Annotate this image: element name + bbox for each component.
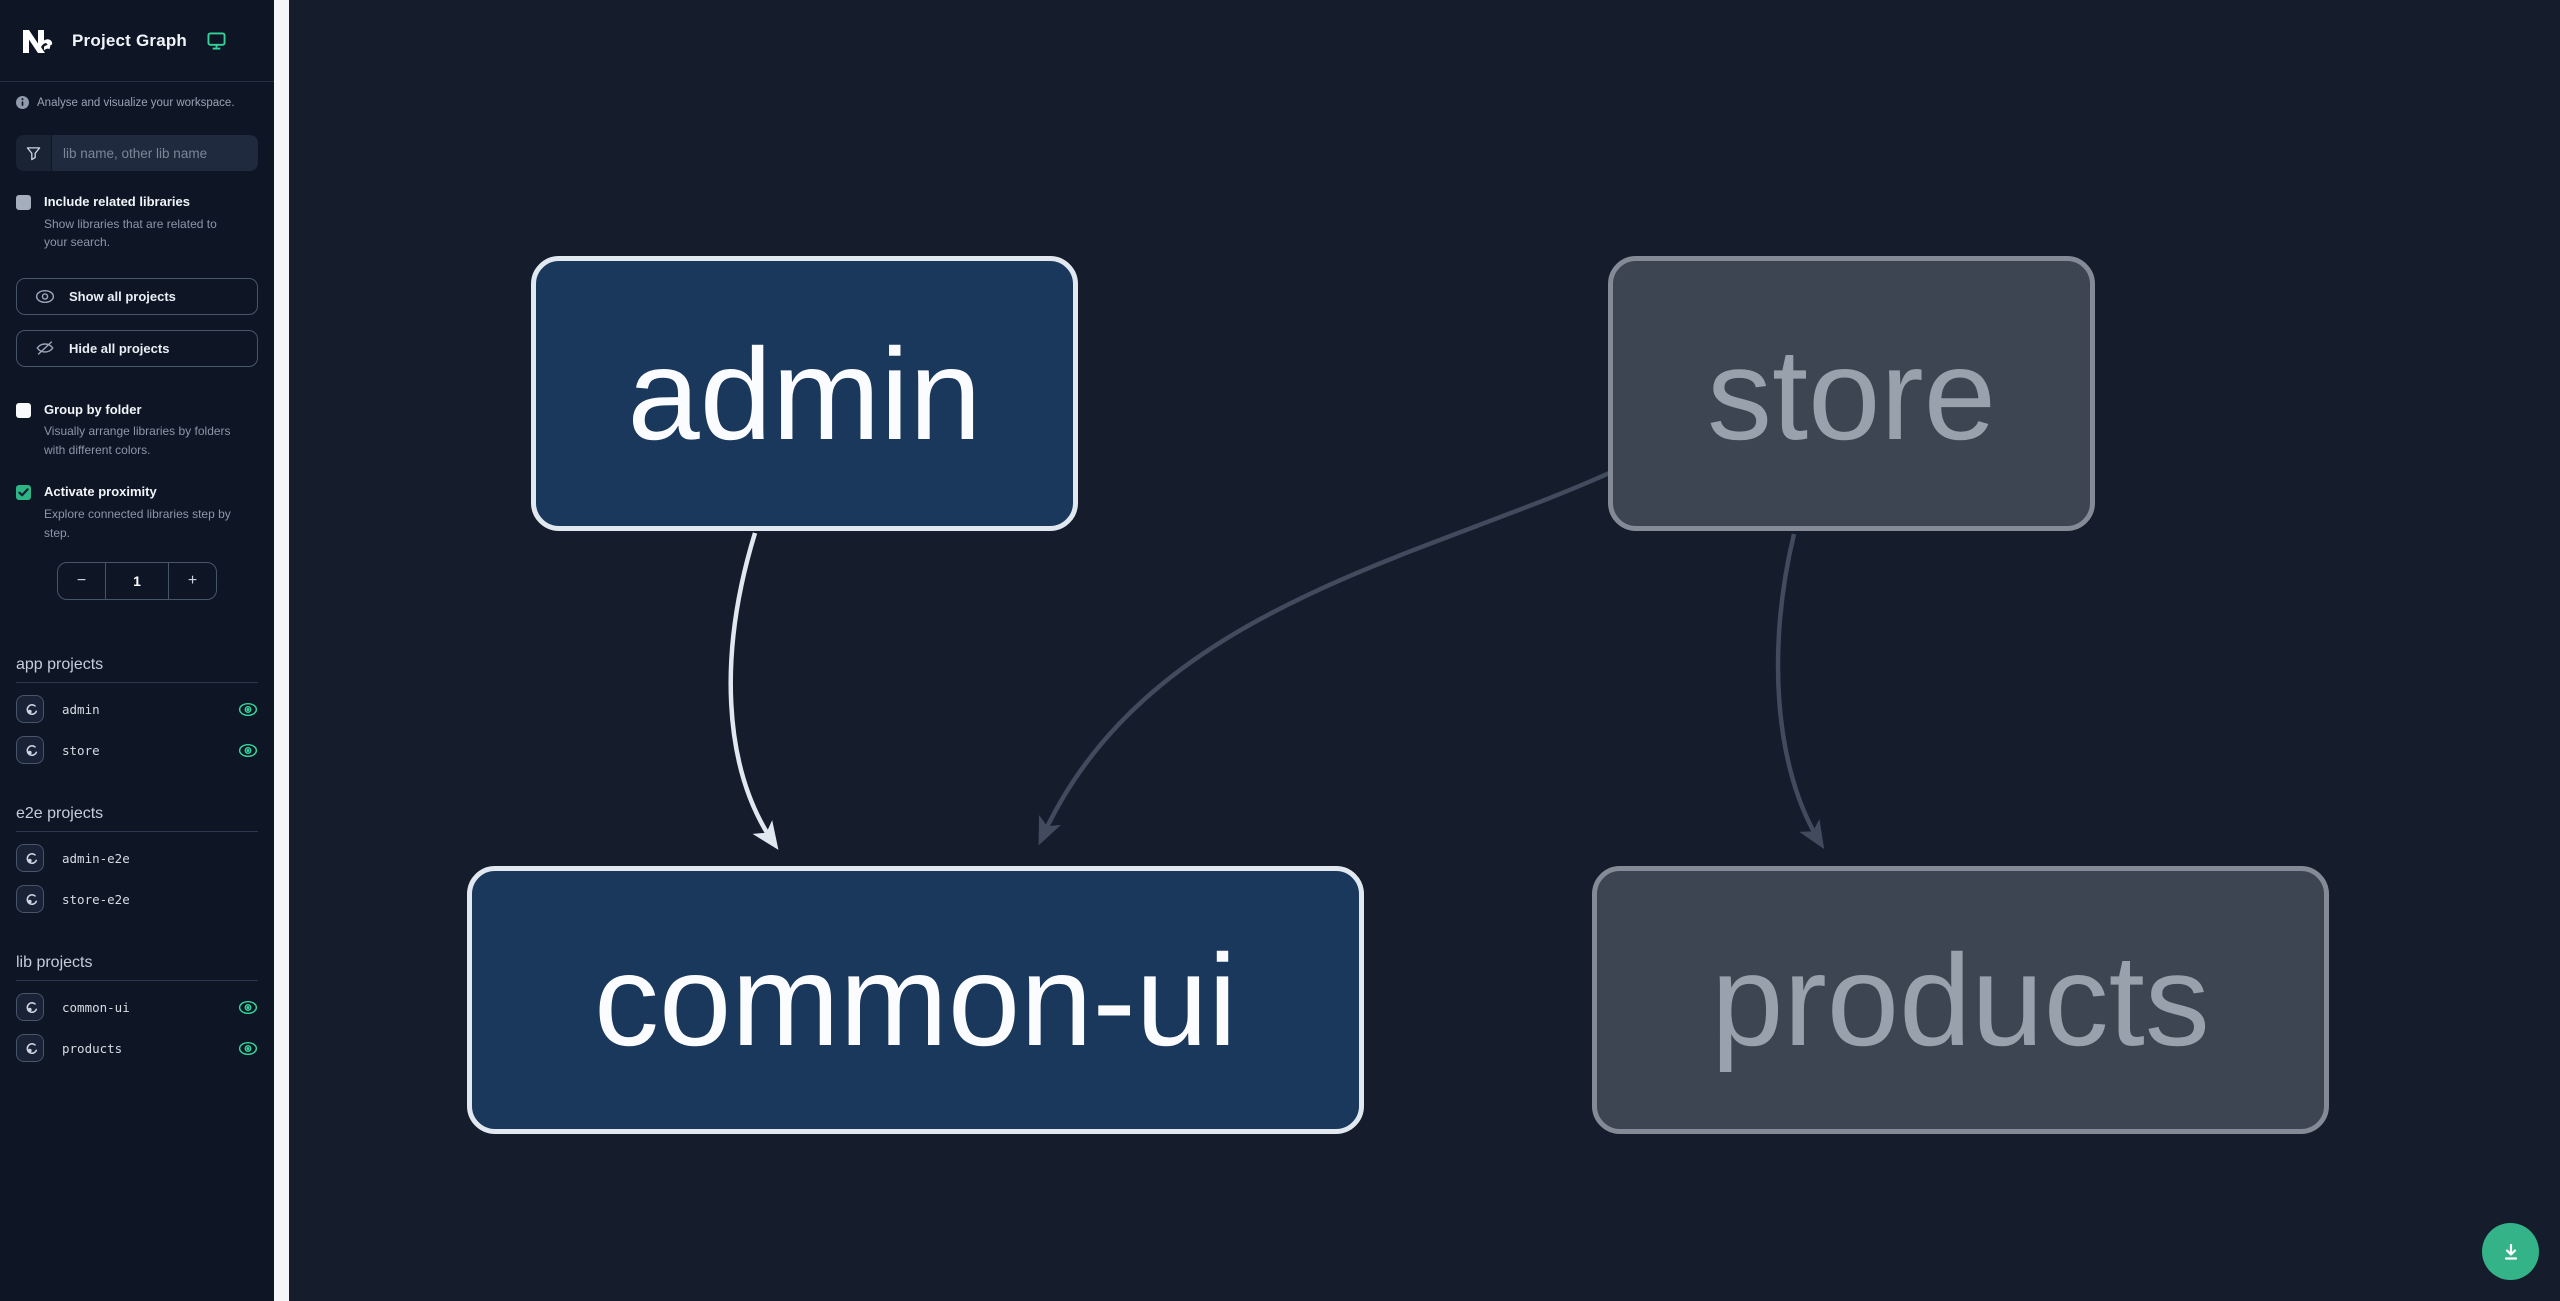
include-related-option: Include related libraries Show libraries…: [0, 193, 274, 252]
focus-project-icon[interactable]: [16, 844, 44, 873]
include-related-checkbox[interactable]: [16, 195, 31, 210]
node-label: store: [1706, 320, 1996, 467]
project-name: products: [62, 1040, 123, 1056]
node-label: admin: [627, 320, 982, 467]
activate-proximity-description: Explore connected libraries step by step…: [44, 507, 231, 540]
node-label: common-ui: [594, 927, 1237, 1073]
graph-node-admin[interactable]: admin: [531, 256, 1078, 531]
section-title: lib projects: [16, 954, 258, 982]
visibility-eye-icon[interactable]: [238, 702, 258, 717]
proximity-increment-button[interactable]: +: [168, 563, 216, 600]
dependency-edges: [728, 467, 1825, 850]
edge-admin-to-common-ui: [728, 532, 779, 850]
filter-icon: [16, 135, 52, 171]
project-row-store[interactable]: store: [16, 735, 258, 765]
project-name: store-e2e: [62, 891, 130, 907]
include-related-label: Include related libraries: [44, 194, 190, 209]
project-row-store-e2e[interactable]: store-e2e: [16, 884, 258, 914]
hide-all-projects-label: Hide all projects: [69, 340, 170, 356]
visibility-eye-icon[interactable]: [238, 1000, 258, 1015]
project-name: store: [62, 742, 100, 758]
download-icon: [2499, 1240, 2523, 1264]
group-by-folder-checkbox[interactable]: [16, 402, 31, 418]
section-lib-projects: lib projects common-ui: [0, 954, 274, 1063]
download-graph-button[interactable]: [2482, 1223, 2539, 1280]
include-related-description: Show libraries that are related to your …: [44, 216, 217, 250]
graph-node-common-ui[interactable]: common-ui: [467, 866, 1364, 1134]
hide-all-projects-button[interactable]: Hide all projects: [16, 329, 258, 367]
activate-proximity-checkbox[interactable]: [16, 485, 31, 501]
graph-node-store[interactable]: store: [1608, 256, 2095, 531]
search-box: [16, 135, 258, 171]
section-app-projects: app projects admin s: [0, 656, 274, 765]
project-name: common-ui: [62, 999, 130, 1015]
eye-off-icon: [35, 340, 55, 356]
info-icon: [16, 96, 29, 109]
tagline: Analyse and visualize your workspace.: [0, 82, 274, 109]
visibility-eye-icon[interactable]: [238, 743, 258, 758]
section-e2e-projects: e2e projects admin-e2e store-e2e: [0, 805, 274, 914]
focus-project-icon[interactable]: [16, 736, 44, 765]
proximity-stepper: − 1 +: [57, 562, 217, 601]
activate-proximity-option: Activate proximity Explore connected lib…: [0, 483, 274, 542]
sidebar: Project Graph Analyse and visualize your…: [0, 0, 274, 1301]
eye-icon: [35, 289, 55, 304]
proximity-value: 1: [133, 573, 141, 590]
graph-node-products[interactable]: products: [1592, 866, 2329, 1134]
group-by-folder-description: Visually arrange libraries by folders wi…: [44, 424, 231, 457]
visibility-eye-icon[interactable]: [238, 1041, 258, 1056]
edge-store-to-common-ui: [1038, 467, 1617, 846]
sidebar-header: Project Graph: [0, 0, 274, 82]
group-by-folder-label: Group by folder: [44, 401, 142, 417]
show-all-projects-label: Show all projects: [69, 288, 176, 304]
focus-project-icon[interactable]: [16, 885, 44, 914]
show-all-projects-button[interactable]: Show all projects: [16, 277, 258, 315]
search-input[interactable]: [52, 135, 258, 171]
focus-project-icon[interactable]: [16, 993, 44, 1022]
focus-project-icon[interactable]: [16, 1034, 44, 1063]
project-row-common-ui[interactable]: common-ui: [16, 992, 258, 1022]
group-by-folder-option: Group by folder Visually arrange librari…: [0, 401, 274, 460]
project-row-admin-e2e[interactable]: admin-e2e: [16, 843, 258, 873]
project-row-admin[interactable]: admin: [16, 694, 258, 724]
section-title: app projects: [16, 656, 258, 684]
project-name: admin: [62, 701, 100, 717]
edge-store-to-products: [1775, 533, 1825, 850]
page-title: Project Graph: [72, 30, 188, 50]
monitor-icon[interactable]: [207, 31, 226, 50]
activate-proximity-label: Activate proximity: [44, 484, 157, 500]
graph-canvas[interactable]: admin store common-ui products: [289, 0, 2560, 1301]
tagline-text: Analyse and visualize your workspace.: [37, 96, 235, 109]
proximity-decrement-button[interactable]: −: [58, 563, 106, 600]
node-label: products: [1711, 927, 2210, 1073]
focus-project-icon[interactable]: [16, 695, 44, 724]
project-name: admin-e2e: [62, 850, 130, 866]
project-row-products[interactable]: products: [16, 1033, 258, 1063]
sidebar-resize-handle[interactable]: [274, 0, 289, 1301]
nx-logo: [16, 20, 58, 62]
section-title: e2e projects: [16, 805, 258, 833]
